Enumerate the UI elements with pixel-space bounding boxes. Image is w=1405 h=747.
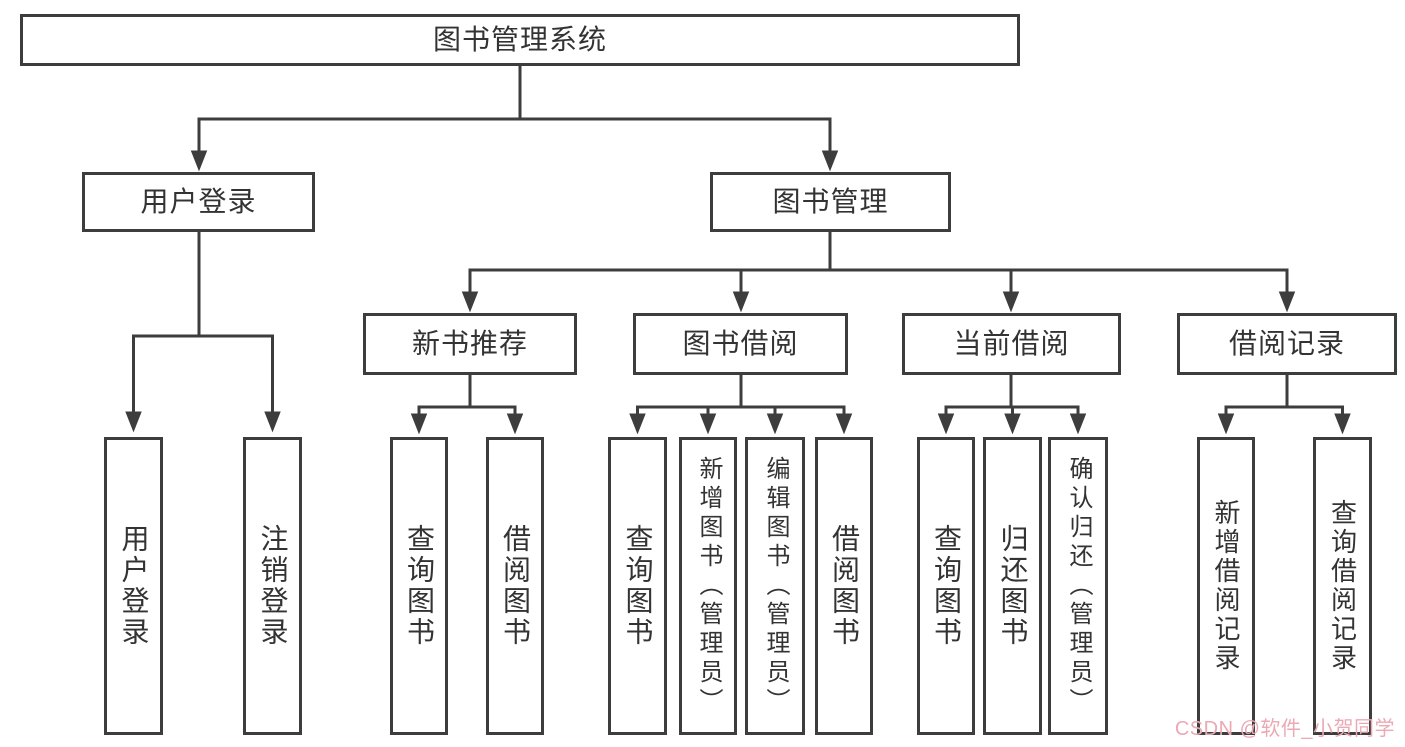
node-borrow-record: 借阅记录 (1177, 313, 1397, 375)
leaf-bb-query-books-label: 查询图书 (622, 524, 654, 648)
leaf-cb-query-books: 查询图书 (917, 437, 975, 735)
node-root-label: 图书管理系统 (432, 24, 607, 55)
leaf-cb-confirm-return-admin: 确认归还（管理员） (1048, 437, 1108, 735)
leaf-bb-edit-books-admin: 编辑图书（管理员） (745, 437, 805, 735)
connector-user-login-split (125, 232, 281, 433)
node-current-borrow: 当前借阅 (902, 313, 1121, 375)
connector-current-borrow-split (937, 375, 1087, 435)
node-new-book-recommend: 新书推荐 (363, 313, 577, 375)
connector-root-split (190, 66, 839, 172)
leaf-br-add-borrow-record-label: 新增借阅记录 (1211, 499, 1241, 673)
leaf-bb-edit-books-admin-label: 编辑图书（管理员） (762, 455, 789, 717)
leaf-nbr-query-books-label: 查询图书 (404, 524, 435, 648)
leaf-nbr-borrow-books: 借阅图书 (486, 437, 544, 735)
leaf-nbr-borrow-books-label: 借阅图书 (500, 524, 531, 648)
leaf-nbr-query-books: 查询图书 (390, 437, 448, 735)
leaf-bb-add-books-admin: 新增图书（管理员） (679, 437, 737, 735)
leaf-br-query-borrow-record-label: 查询借阅记录 (1327, 499, 1358, 673)
node-book-management: 图书管理 (710, 172, 951, 232)
node-book-management-label: 图书管理 (772, 186, 889, 217)
node-book-borrow: 图书借阅 (633, 313, 848, 375)
leaf-cb-query-books-label: 查询图书 (931, 524, 962, 648)
leaf-user-login-label: 用户登录 (118, 524, 150, 648)
csdn-watermark: CSDN @软件_小贺同学 (1174, 718, 1395, 740)
leaf-cb-confirm-return-admin-label: 确认归还（管理员） (1065, 455, 1092, 717)
connector-borrow-record-split (1217, 375, 1351, 435)
node-user-login: 用户登录 (82, 172, 315, 232)
leaf-br-query-borrow-record: 查询借阅记录 (1313, 437, 1372, 735)
leaf-cb-return-books: 归还图书 (983, 437, 1042, 735)
leaf-logout-login: 注销登录 (243, 437, 302, 735)
connector-new-book-recommend-split (410, 375, 524, 435)
leaf-bb-add-books-admin-label: 新增图书（管理员） (695, 455, 722, 717)
leaf-logout-login-label: 注销登录 (257, 524, 289, 648)
connector-book-management-split (461, 232, 1296, 313)
leaf-user-login: 用户登录 (104, 437, 163, 735)
leaf-cb-return-books-label: 归还图书 (997, 524, 1029, 648)
connector-book-borrow-split (629, 375, 853, 435)
node-new-book-recommend-label: 新书推荐 (411, 328, 528, 359)
node-current-borrow-label: 当前借阅 (953, 328, 1070, 359)
node-borrow-record-label: 借阅记录 (1228, 328, 1345, 359)
leaf-bb-query-books: 查询图书 (608, 437, 667, 735)
node-root: 图书管理系统 (20, 14, 1020, 66)
leaf-bb-borrow-books-label: 借阅图书 (829, 524, 860, 648)
leaf-bb-borrow-books: 借阅图书 (815, 437, 873, 735)
node-book-borrow-label: 图书借阅 (682, 328, 799, 359)
node-user-login-label: 用户登录 (140, 186, 257, 217)
leaf-br-add-borrow-record: 新增借阅记录 (1197, 437, 1255, 735)
